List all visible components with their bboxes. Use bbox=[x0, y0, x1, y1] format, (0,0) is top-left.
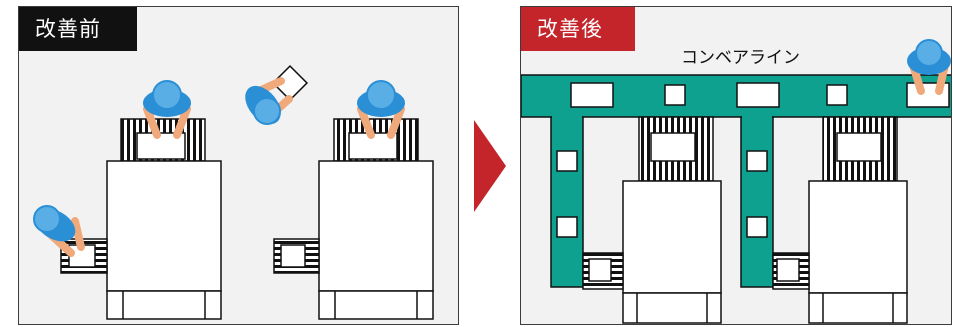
after-label: 改善後 bbox=[521, 7, 635, 51]
arrow-right-icon bbox=[474, 120, 506, 212]
after-layout-diagram bbox=[521, 39, 951, 324]
after-panel: 改善後 コンベアライン bbox=[520, 6, 952, 325]
worker-icon bbox=[357, 80, 405, 139]
machine-1 bbox=[60, 118, 222, 320]
before-panel: 改善前 bbox=[18, 6, 459, 325]
machine-2 bbox=[273, 118, 434, 320]
conveyor-line-label: コンベアライン bbox=[681, 48, 800, 68]
worker-icon bbox=[143, 80, 191, 139]
machine-1 bbox=[582, 116, 722, 324]
worker-carrying-icon bbox=[245, 64, 309, 125]
before-layout-diagram bbox=[33, 64, 434, 320]
before-label: 改善前 bbox=[19, 7, 137, 51]
conveyor-line bbox=[521, 74, 951, 288]
machine-2 bbox=[772, 116, 908, 324]
worker-icon bbox=[907, 39, 951, 95]
worker-icon bbox=[33, 205, 85, 257]
